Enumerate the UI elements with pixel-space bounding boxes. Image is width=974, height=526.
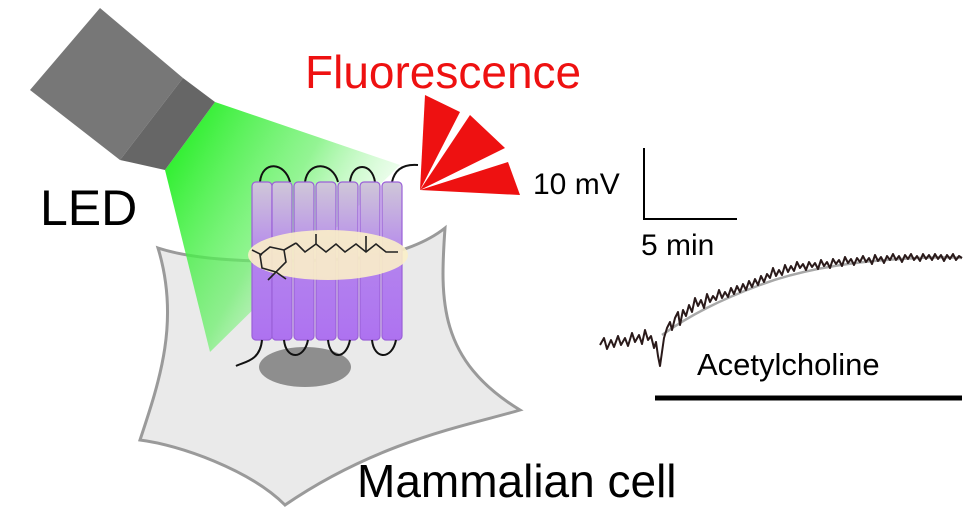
scale-bar bbox=[643, 148, 737, 220]
retinal-highlight bbox=[248, 230, 408, 280]
scale-time-label: 5 min bbox=[641, 229, 715, 262]
voltage-trace bbox=[599, 253, 963, 367]
stimulus-label: Acetylcholine bbox=[697, 347, 880, 382]
led-label: LED bbox=[40, 180, 138, 236]
fluorescence-rays-icon bbox=[420, 95, 520, 195]
cell-nucleus bbox=[259, 347, 351, 387]
retinal-molecule-icon bbox=[251, 234, 398, 281]
led-lamp-icon bbox=[30, 8, 215, 170]
scale-voltage-label: 10 mV bbox=[533, 168, 620, 201]
cell-label: Mammalian cell bbox=[357, 455, 677, 507]
fluorescence-label: Fluorescence bbox=[305, 46, 582, 98]
